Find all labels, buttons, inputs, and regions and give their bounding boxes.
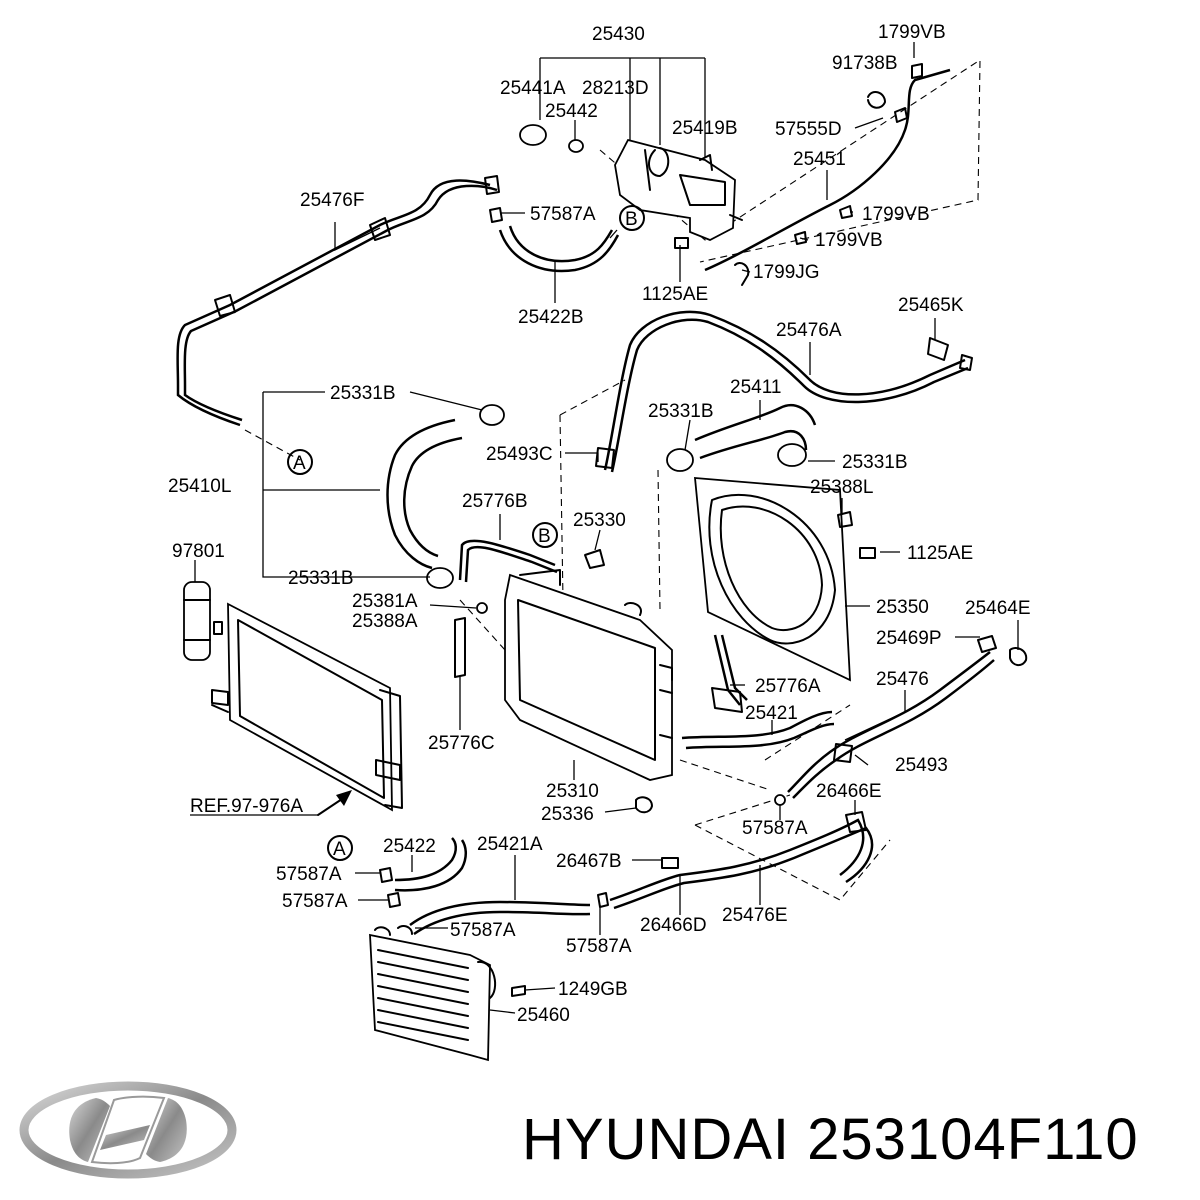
label-1799JG: 1799JG xyxy=(753,262,820,283)
label-25493: 25493 xyxy=(895,755,948,776)
label-25310: 25310 xyxy=(546,781,599,802)
label-1125AE-mid: 1125AE xyxy=(907,543,973,564)
lower-hoses xyxy=(379,837,591,936)
label-25331B-b: 25331B xyxy=(648,401,714,422)
label-25442: 25442 xyxy=(545,101,598,122)
label-25476A: 25476A xyxy=(776,320,842,341)
label-circle-A-left: A xyxy=(293,453,306,474)
label-25422: 25422 xyxy=(383,836,436,857)
label-1799VB-top: 1799VB xyxy=(878,22,946,43)
label-97801: 97801 xyxy=(172,541,225,562)
label-57587A-b4: 57587A xyxy=(566,936,632,957)
label-circle-B-mid: B xyxy=(538,526,551,547)
label-25331B-a: 25331B xyxy=(330,383,396,404)
label-25410L: 25410L xyxy=(168,476,231,497)
pipe-25476F xyxy=(176,175,503,427)
label-ref-97-976A: REF.97-976A xyxy=(190,796,303,817)
label-1249GB: 1249GB xyxy=(558,979,628,1000)
overflow-hose xyxy=(674,63,951,286)
part-title: HYUNDAI 253104F110 xyxy=(522,1105,1139,1175)
label-26466E: 26466E xyxy=(816,781,882,802)
label-25460: 25460 xyxy=(517,1005,570,1026)
label-25330: 25330 xyxy=(573,510,626,531)
label-25476: 25476 xyxy=(876,669,929,690)
callout-circles xyxy=(287,205,645,861)
part-labels: 25430 1799VB 25441A 28213D 91738B 25442 … xyxy=(168,22,1031,1026)
label-25422B: 25422B xyxy=(518,307,584,328)
label-25776B: 25776B xyxy=(462,491,528,512)
pipe-25476 xyxy=(774,635,1028,806)
label-57587A-b3: 57587A xyxy=(450,920,516,941)
condenser xyxy=(183,581,403,812)
reservoir-tank xyxy=(519,124,743,241)
label-57555D: 57555D xyxy=(775,119,842,140)
label-25464E: 25464E xyxy=(965,598,1031,619)
label-57587A-top: 57587A xyxy=(530,204,596,225)
label-25388A: 25388A xyxy=(352,611,418,632)
label-25336: 25336 xyxy=(541,804,594,825)
ref-arrow xyxy=(317,790,352,816)
label-26466D: 26466D xyxy=(640,915,707,936)
label-25350: 25350 xyxy=(876,597,929,618)
leader-lines xyxy=(190,42,1019,1014)
label-25388L: 25388L xyxy=(810,477,873,498)
label-circle-B-top: B xyxy=(625,209,638,230)
label-25469P: 25469P xyxy=(876,628,942,649)
pipe-25476E xyxy=(597,811,874,910)
label-25430: 25430 xyxy=(592,24,645,45)
pipe-25476A xyxy=(595,310,973,473)
oil-cooler xyxy=(369,925,526,1062)
radiator xyxy=(504,549,673,814)
hose-25422B xyxy=(498,225,620,273)
hyundai-logo-icon xyxy=(19,1081,237,1179)
label-25421A: 25421A xyxy=(477,834,543,855)
label-57587A-mid: 57587A xyxy=(742,818,808,839)
label-25476F: 25476F xyxy=(300,190,364,211)
label-1125AE-top: 1125AE xyxy=(642,284,708,305)
brand-name: HYUNDAI xyxy=(522,1107,791,1172)
label-28213D: 28213D xyxy=(582,78,649,99)
hose-25410L xyxy=(386,404,505,614)
label-25476E: 25476E xyxy=(722,905,788,926)
label-25776C: 25776C xyxy=(428,733,495,754)
label-57587A-b1: 57587A xyxy=(276,864,342,885)
label-25776A: 25776A xyxy=(755,676,821,697)
label-25381A: 25381A xyxy=(352,591,418,612)
label-1799VB-low: 1799VB xyxy=(815,230,883,251)
label-25465K: 25465K xyxy=(898,295,964,316)
label-25451: 25451 xyxy=(793,149,846,170)
label-25411: 25411 xyxy=(730,377,781,398)
label-57587A-b2: 57587A xyxy=(282,891,348,912)
part-number: 253104F110 xyxy=(807,1107,1139,1172)
label-1799VB-mid: 1799VB xyxy=(862,204,930,225)
label-91738B: 91738B xyxy=(832,53,898,74)
hose-25411 xyxy=(666,403,817,472)
label-26467B: 26467B xyxy=(556,851,622,872)
label-circle-A-bottom: A xyxy=(333,839,346,860)
side-pipes xyxy=(454,539,748,713)
label-25331B-c: 25331B xyxy=(842,452,908,473)
fan-shroud xyxy=(694,477,876,682)
label-25331B-d: 25331B xyxy=(288,568,354,589)
label-25441A: 25441A xyxy=(500,78,566,99)
label-25493C: 25493C xyxy=(486,444,553,465)
label-25421: 25421 xyxy=(745,703,798,724)
label-25419B: 25419B xyxy=(672,118,738,139)
hose-25421 xyxy=(681,710,835,750)
